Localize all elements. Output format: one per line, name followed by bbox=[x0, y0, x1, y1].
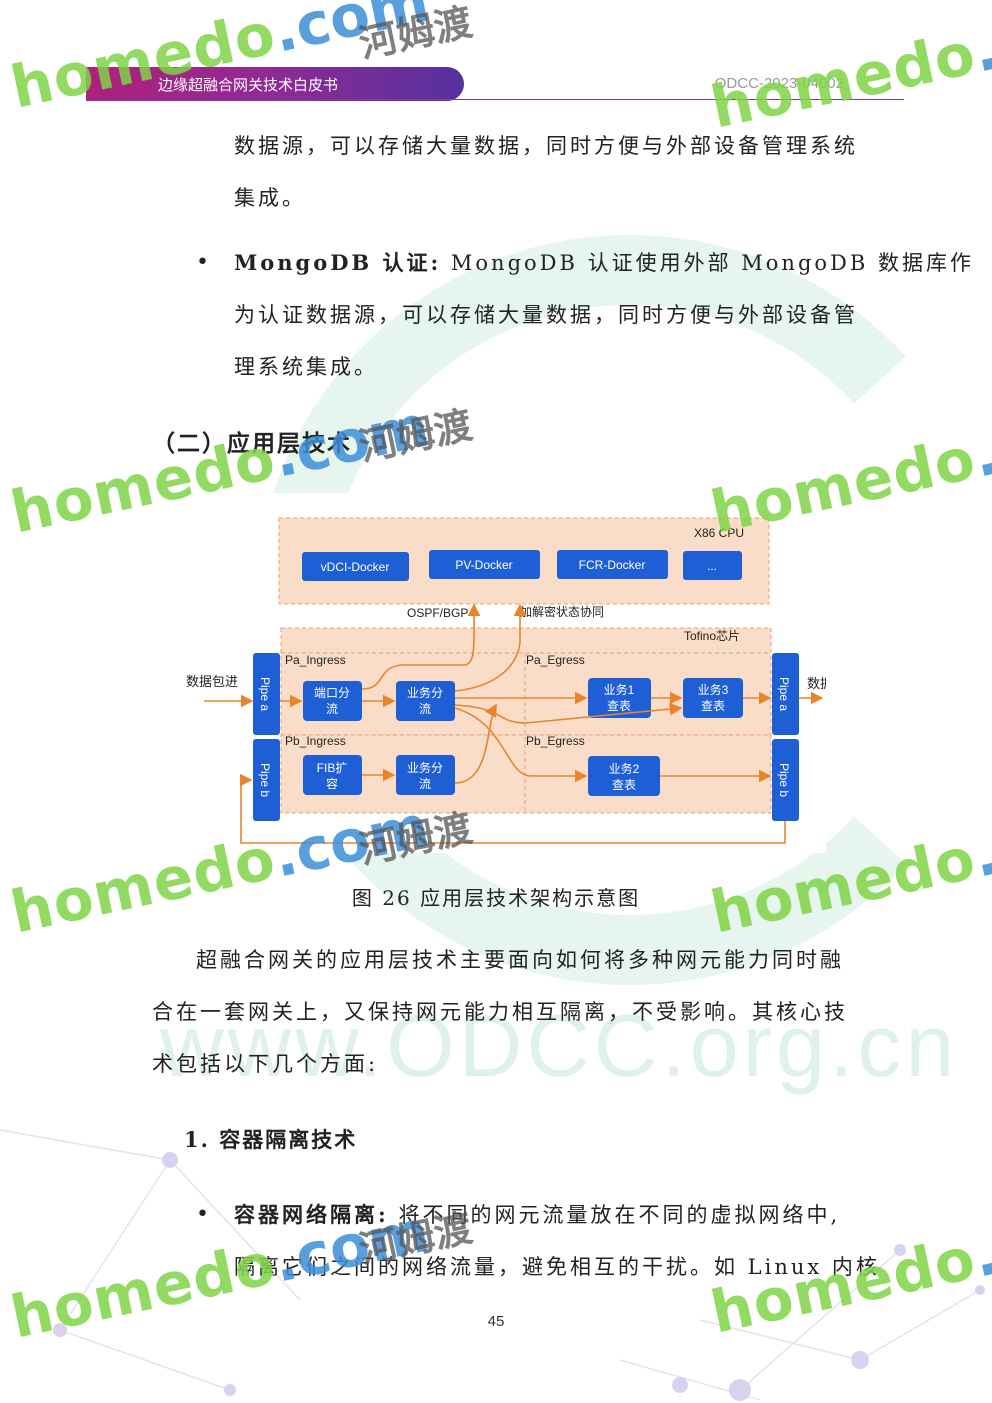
service2-lookup-box bbox=[588, 756, 660, 796]
packet-in-label: 数据包进 bbox=[186, 674, 238, 689]
tofino-label: Tofino芯片 bbox=[684, 629, 740, 643]
figure-caption: 图 26 应用层技术架构示意图 bbox=[351, 886, 641, 910]
box-label: 业务分 bbox=[407, 685, 443, 700]
bullet-text: 将不同的网元流量放在不同的虚拟网络中, bbox=[388, 1203, 841, 1227]
pa-ingress-label: Pa_Ingress bbox=[285, 653, 346, 667]
port-split-box bbox=[303, 681, 362, 721]
box-label: 流 bbox=[419, 702, 431, 716]
box-label: 业务分 bbox=[407, 760, 443, 775]
flow-arrows bbox=[204, 603, 824, 844]
bullet-line: 隔离它们之间的网络流量，避免相互的干扰。如 Linux 内核 bbox=[234, 1255, 880, 1279]
docker-vdci bbox=[302, 552, 409, 581]
header-rule bbox=[86, 99, 904, 100]
service3-lookup-box bbox=[683, 678, 743, 718]
page-number: 45 bbox=[487, 1313, 505, 1330]
pipe-label: Pipe a bbox=[258, 677, 272, 711]
box-label: 查表 bbox=[612, 778, 636, 792]
pipe-label: Pipe b bbox=[777, 763, 791, 797]
pipe-a-right bbox=[772, 653, 799, 735]
docker-label: vDCI-Docker bbox=[321, 560, 390, 574]
subsection-title: 1. 容器隔离技术 bbox=[184, 1127, 358, 1152]
bullet-line: 理系统集成。 bbox=[234, 355, 378, 379]
bullet-line: 容器网络隔离: 将不同的网元流量放在不同的虚拟网络中, bbox=[234, 1189, 840, 1241]
docker-row: vDCI-Docker PV-Docker FCR-Docker ... bbox=[302, 550, 742, 581]
box-label: FIB扩 bbox=[317, 761, 348, 775]
box-label: 容 bbox=[326, 776, 338, 791]
crypto-label: 加解密状态协同 bbox=[520, 604, 604, 619]
packet-out-label: 数据包出 bbox=[807, 676, 826, 691]
pa-egress-label: Pa_Egress bbox=[526, 653, 585, 667]
bullet-line: 为认证数据源，可以存储大量数据，同时方便与外部设备管 bbox=[234, 303, 858, 327]
paragraph-line: 数据源，可以存储大量数据，同时方便与外部设备管理系统 bbox=[234, 134, 858, 158]
box-label: 流 bbox=[326, 702, 338, 716]
docker-fcr bbox=[557, 550, 668, 579]
document-title: 边缘超融合网关技术白皮书 bbox=[158, 77, 339, 94]
bullet-dot: • bbox=[196, 250, 209, 275]
bullet-term: 容器网络隔离: bbox=[234, 1202, 389, 1227]
box-label: 端口分 bbox=[314, 686, 350, 700]
pb-egress-label: Pb_Egress bbox=[526, 734, 585, 748]
section-title: （二）应用层技术 bbox=[152, 430, 352, 457]
x86-label: X86 CPU bbox=[694, 526, 744, 540]
box-label: 查表 bbox=[701, 699, 725, 713]
architecture-diagram: X86 CPU vDCI-Docker PV-Docker FCR-Docker… bbox=[186, 493, 826, 853]
paragraph-line: 术包括以下几个方面: bbox=[152, 1052, 379, 1076]
document-code: ODCC-2023-04002 bbox=[714, 75, 844, 92]
paragraph-line: 合在一套网关上，又保持网元能力相互隔离，不受影响。其核心技 bbox=[152, 1000, 848, 1024]
fib-expand-box bbox=[303, 755, 362, 795]
pipe-a-left bbox=[253, 653, 280, 735]
paragraph-line: 超融合网关的应用层技术主要面向如何将多种网元能力同时融 bbox=[196, 948, 844, 972]
header-band bbox=[86, 67, 464, 101]
box-label: 流 bbox=[419, 777, 431, 791]
bullet-dot: • bbox=[196, 1202, 209, 1227]
box-label: 业务1 bbox=[604, 682, 635, 697]
box-label: 业务2 bbox=[609, 761, 640, 776]
docker-pv bbox=[429, 550, 540, 579]
pipe-label: Pipe a bbox=[777, 677, 791, 711]
docker-label: FCR-Docker bbox=[579, 558, 646, 572]
service-split-a-box bbox=[396, 681, 455, 721]
pipe-b-right bbox=[772, 739, 799, 821]
paragraph-line: 集成。 bbox=[234, 186, 306, 210]
pipe-b-left bbox=[253, 739, 280, 821]
bullet-text: MongoDB 认证使用外部 MongoDB 数据库作 bbox=[441, 251, 974, 275]
service1-lookup-box bbox=[588, 678, 651, 718]
site-watermark: www.ODCC.org.cn bbox=[160, 996, 959, 1095]
docker-label: PV-Docker bbox=[455, 558, 512, 572]
pb-zone bbox=[280, 734, 772, 814]
pb-ingress-label: Pb_Ingress bbox=[285, 734, 346, 748]
bullet-line: MongoDB 认证: MongoDB 认证使用外部 MongoDB 数据库作 bbox=[234, 237, 974, 289]
box-label: 业务3 bbox=[698, 682, 729, 697]
docker-label: ... bbox=[707, 559, 717, 573]
ospf-label: OSPF/BGP bbox=[407, 606, 468, 620]
service-split-b-box bbox=[396, 755, 455, 795]
box-label: 查表 bbox=[607, 699, 631, 713]
pipe-label: Pipe b bbox=[258, 763, 272, 797]
docker-more bbox=[683, 551, 742, 580]
bullet-term: MongoDB 认证: bbox=[234, 250, 442, 275]
